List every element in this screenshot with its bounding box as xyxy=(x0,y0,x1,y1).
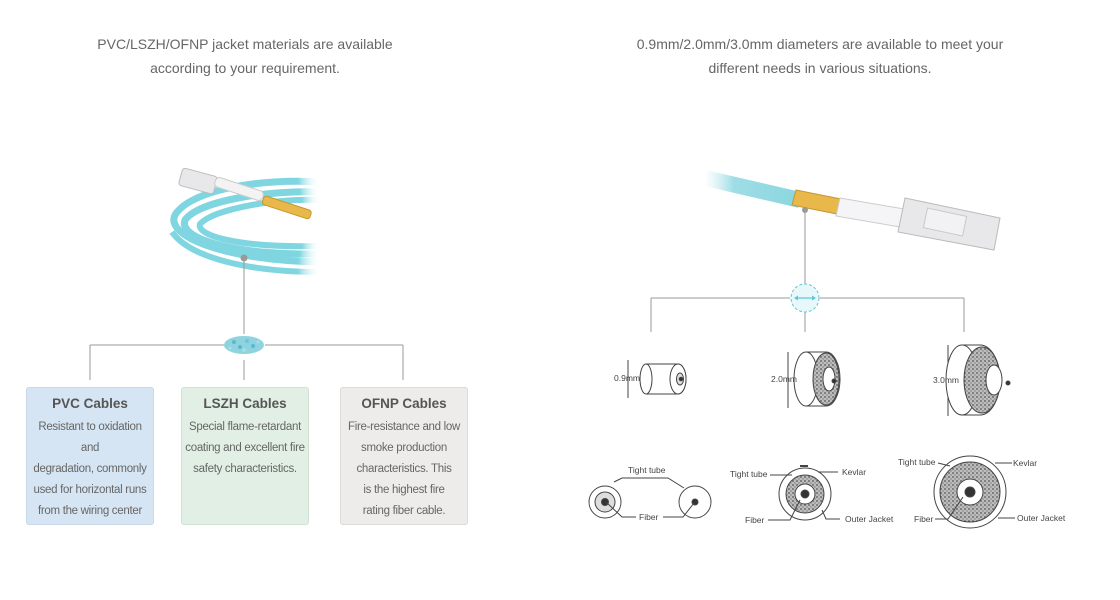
right-node-dot xyxy=(802,207,808,213)
aqua-cable-coil-illustration xyxy=(169,167,321,275)
card-line: rating fiber cable. xyxy=(362,505,446,517)
label-outer-jacket-b: Outer Jacket xyxy=(845,514,894,524)
label-kevlar-b: Kevlar xyxy=(842,467,867,477)
left-caption-line1: PVC/LSZH/OFNP jacket materials are avail… xyxy=(97,36,393,52)
card-body: Resistant to oxidation and degradation, … xyxy=(27,417,153,522)
cross-section-c xyxy=(933,455,1015,529)
right-tree-connector xyxy=(650,210,965,332)
card-lszh-cables: LSZH Cables Special flame-retardant coat… xyxy=(181,387,309,525)
card-title: LSZH Cables xyxy=(203,396,287,411)
cross-section-b xyxy=(768,465,840,521)
label-tight-tube-b: Tight tube xyxy=(730,469,768,479)
right-caption-line2: different needs in various situations. xyxy=(708,60,932,76)
diameter-label-0.9: 0.9mm xyxy=(614,373,640,383)
card-ofnp-cables: OFNP Cables Fire-resistance and low smok… xyxy=(340,387,468,525)
label-fiber-a: Fiber xyxy=(639,512,659,522)
card-line: coating and excellent fire xyxy=(185,442,305,454)
card-line: characteristics. This xyxy=(356,463,452,475)
tube-0.9mm-illustration xyxy=(627,360,687,398)
card-line: degradation, commonly xyxy=(33,463,147,475)
cross-section-a xyxy=(588,477,712,519)
tube-2.0mm-illustration xyxy=(787,351,841,408)
card-title: PVC Cables xyxy=(52,396,128,411)
card-line: is the highest fire xyxy=(363,484,445,496)
card-line: used for horizontal runs xyxy=(33,484,147,496)
right-caption-line1: 0.9mm/2.0mm/3.0mm diameters are availabl… xyxy=(636,36,1004,52)
label-fiber-b: Fiber xyxy=(745,515,765,525)
card-body: Special flame-retardant coating and exce… xyxy=(182,417,308,480)
label-tight-tube-a: Tight tube xyxy=(628,465,666,475)
card-body: Fire-resistance and low smoke production… xyxy=(341,417,467,522)
card-line: Fire-resistance and low xyxy=(348,421,460,433)
diameter-label-2.0: 2.0mm xyxy=(771,374,797,384)
card-line: safety characteristics. xyxy=(193,463,297,475)
card-line: smoke production xyxy=(361,442,447,454)
aqua-cable-connector-illustration xyxy=(703,170,1001,251)
card-line: Special flame-retardant xyxy=(189,421,301,433)
left-caption: PVC/LSZH/OFNP jacket materials are avail… xyxy=(60,32,430,80)
card-line: Resistant to oxidation and xyxy=(38,421,142,454)
label-kevlar-c: Kevlar xyxy=(1013,458,1038,468)
card-title: OFNP Cables xyxy=(361,396,447,411)
left-caption-line2: according to your requirement. xyxy=(150,60,340,76)
pellets-icon xyxy=(224,336,264,354)
label-outer-jacket-c: Outer Jacket xyxy=(1017,513,1066,523)
diameter-label-3.0: 3.0mm xyxy=(933,375,959,385)
tube-3.0mm-illustration xyxy=(945,344,1011,416)
left-node-dot xyxy=(240,254,248,262)
label-fiber-c: Fiber xyxy=(914,514,934,524)
card-line: from the wiring center xyxy=(38,505,142,517)
diameter-icon xyxy=(790,283,820,313)
label-tight-tube-c: Tight tube xyxy=(898,457,936,467)
right-caption: 0.9mm/2.0mm/3.0mm diameters are availabl… xyxy=(600,32,1040,80)
left-tree-connector xyxy=(89,258,404,380)
card-pvc-cables: PVC Cables Resistant to oxidation and de… xyxy=(26,387,154,525)
